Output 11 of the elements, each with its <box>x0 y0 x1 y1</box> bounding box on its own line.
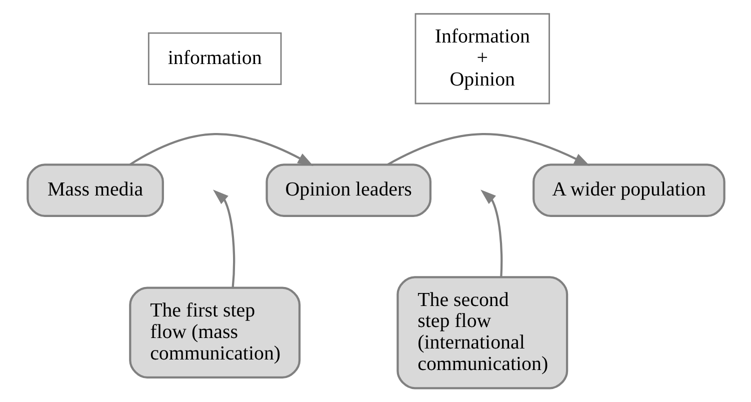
node-box: Opinion leaders <box>265 164 431 218</box>
arrow <box>128 133 313 166</box>
node-box: A wider population <box>532 164 725 218</box>
node-box: Mass media <box>26 164 164 218</box>
node-box: The second step flow (international communication) <box>396 276 568 390</box>
node-box: Information + Opinion <box>414 13 550 104</box>
arrow <box>480 190 502 277</box>
node-box: information <box>147 32 282 86</box>
node-box: The first step flow (mass communication) <box>128 286 300 379</box>
arrow <box>386 133 590 166</box>
arrow <box>212 190 235 288</box>
